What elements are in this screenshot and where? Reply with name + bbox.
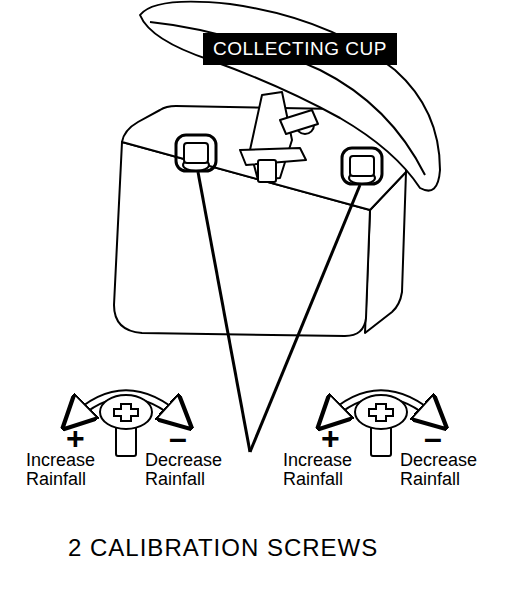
- increase-sign: +: [321, 422, 340, 454]
- callout-box: COLLECTING CUP: [203, 33, 397, 65]
- screw-cross: [369, 404, 393, 421]
- screw-icon-head: [100, 395, 152, 429]
- screw-head: [184, 143, 208, 163]
- highlight-ring: [342, 148, 382, 184]
- highlight-ring: [176, 135, 216, 171]
- cup-rim: [150, 22, 425, 175]
- leader-line: [198, 172, 250, 452]
- screw-head: [350, 156, 374, 176]
- direction-label: Decrease Rainfall: [400, 451, 500, 490]
- direction-label: Decrease Rainfall: [145, 451, 245, 490]
- screw-cross: [114, 404, 138, 421]
- caption: 2 CALIBRATION SCREWS: [68, 534, 378, 562]
- pivot-link: [280, 110, 318, 134]
- callout-label: COLLECTING CUP: [213, 38, 387, 60]
- leader-line: [250, 185, 360, 452]
- increase-sign: +: [66, 422, 85, 454]
- screw-icon-head: [355, 395, 407, 429]
- decrease-sign: –: [169, 422, 187, 454]
- direction-label: Increase Rainfall: [283, 451, 383, 490]
- decrease-sign: –: [424, 422, 442, 454]
- direction-label: Increase Rainfall: [26, 451, 126, 490]
- collecting-cup: [140, 2, 440, 191]
- pivot-block: [258, 160, 276, 182]
